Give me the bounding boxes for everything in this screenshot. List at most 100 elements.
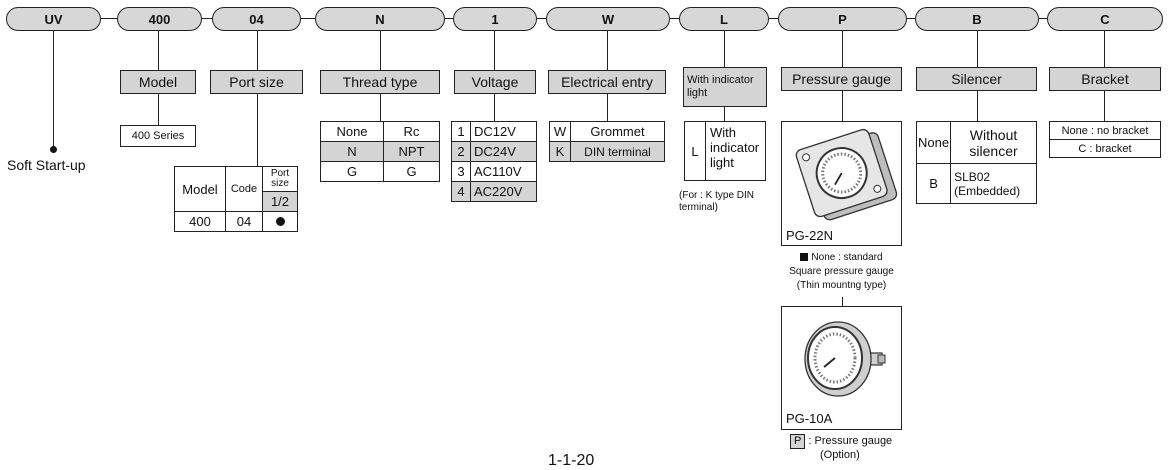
model-value-text: 400 Series [131, 130, 185, 142]
voltage-code: 3 [451, 161, 471, 182]
gauge-caption-line1: None : standard [770, 251, 913, 265]
connector [445, 18, 453, 20]
voltage-code: 1 [451, 121, 471, 142]
indicator-label: With indicator light [710, 125, 760, 170]
thread-code: None [320, 121, 384, 142]
gauge-leader [842, 31, 844, 67]
silencer-code: B [915, 163, 952, 204]
bracket-leader [1104, 31, 1106, 67]
port-size-header: Port size [210, 70, 303, 94]
indicator-note: (For : K type DIN terminal) [679, 190, 755, 213]
col-port-text: Port size [270, 168, 290, 189]
row-dot [262, 211, 298, 232]
indicator-code: L [685, 122, 706, 180]
connector [1039, 18, 1047, 20]
voltage-leader2 [494, 94, 496, 121]
thread-leader2 [380, 94, 382, 121]
entry-leader2 [607, 94, 609, 121]
voltage-value: AC220V [470, 181, 537, 202]
option-label2: (Option) [820, 449, 860, 461]
code-b: B [915, 7, 1039, 31]
bracket-leader2 [1104, 91, 1106, 121]
gauge-model-2: PG-10A [786, 411, 833, 426]
silencer-leader [977, 31, 979, 67]
indicator-leader [724, 31, 726, 67]
indicator-box: L With indicator light [684, 121, 766, 181]
gauge-caption-line3: (Thin mountng type) [796, 280, 887, 291]
voltage-value: DC24V [470, 141, 537, 162]
thread-code: N [320, 141, 384, 162]
gauge-box-2: PG-10A [781, 306, 902, 430]
connector [769, 18, 778, 20]
connector [537, 18, 546, 20]
connector [301, 18, 315, 20]
silencer-leader2 [977, 91, 979, 121]
silencer-header: Silencer [916, 67, 1037, 91]
entry-code: K [549, 141, 571, 162]
thread-leader [380, 31, 382, 70]
gauge-model-1: PG-22N [786, 228, 833, 243]
round-gauge-icon [804, 321, 886, 397]
thread-value: NPT [383, 141, 440, 162]
port-leader2 [257, 94, 259, 166]
thread-type-header: Thread type [320, 70, 440, 94]
col-port: Port size [262, 166, 298, 192]
indicator-leader2 [724, 107, 726, 121]
col-size: 1/2 [262, 191, 298, 212]
voltage-value: DC12V [470, 121, 537, 142]
indicator-header-text: With indicator light [687, 74, 754, 99]
bracket-row: None : no bracket [1049, 121, 1161, 140]
entry-value: DIN terminal [570, 141, 665, 162]
connector [670, 18, 679, 20]
model-header: Model [120, 70, 196, 94]
gauge-caption: None : standard Square pressure gauge (T… [770, 251, 913, 293]
gauge-leader2 [842, 91, 844, 121]
pressure-gauge-header: Pressure gauge [781, 67, 902, 91]
gauge-option: P : Pressure gauge (Option) [790, 434, 892, 462]
bracket-row: C : bracket [1049, 139, 1161, 158]
model-value: 400 Series [120, 125, 196, 147]
indicator-header: With indicator light [683, 67, 767, 107]
col-model: Model [174, 166, 226, 212]
bracket-table: None : no bracket C : bracket [1049, 121, 1161, 158]
silencer-value: SLB02 (Embedded) [950, 163, 1037, 204]
code-w: W [546, 7, 670, 31]
uv-leader [53, 31, 55, 149]
thread-value: Rc [383, 121, 440, 142]
entry-leader [607, 31, 609, 70]
entry-value: Grommet [570, 121, 665, 142]
model-leader [158, 31, 160, 70]
uv-dot [50, 146, 57, 153]
bracket-header: Bracket [1049, 67, 1161, 91]
connector [907, 18, 915, 20]
voltage-value: AC110V [470, 161, 537, 182]
gauge-caption-line2: Square pressure gauge [789, 266, 894, 277]
connector [202, 18, 212, 20]
code-04: 04 [212, 7, 301, 31]
code-p: P [778, 7, 907, 31]
model-leader2 [158, 94, 160, 125]
code-400: 400 [117, 7, 202, 31]
option-label: : Pressure gauge [808, 435, 893, 447]
page-number: 1-1-20 [548, 452, 595, 469]
voltage-code: 2 [451, 141, 471, 162]
square-bullet-icon [800, 253, 809, 262]
port-size-table: Model Code Port size 1/2 400 04 [174, 166, 298, 232]
soft-start-label: Soft Start-up [7, 157, 86, 173]
row-model: 400 [174, 211, 226, 232]
square-gauge-icon [795, 128, 898, 221]
option-code: P [790, 434, 806, 449]
electrical-entry-header: Electrical entry [548, 70, 666, 94]
dot-icon [275, 217, 285, 226]
col-code: Code [225, 166, 263, 212]
caption1-text: None : standard [811, 252, 883, 263]
silencer-value: Without silencer [950, 121, 1037, 164]
code-uv: UV [6, 7, 101, 31]
thread-code: G [320, 161, 384, 182]
row-code: 04 [225, 211, 263, 232]
code-1: 1 [453, 7, 537, 31]
code-l: L [679, 7, 769, 31]
